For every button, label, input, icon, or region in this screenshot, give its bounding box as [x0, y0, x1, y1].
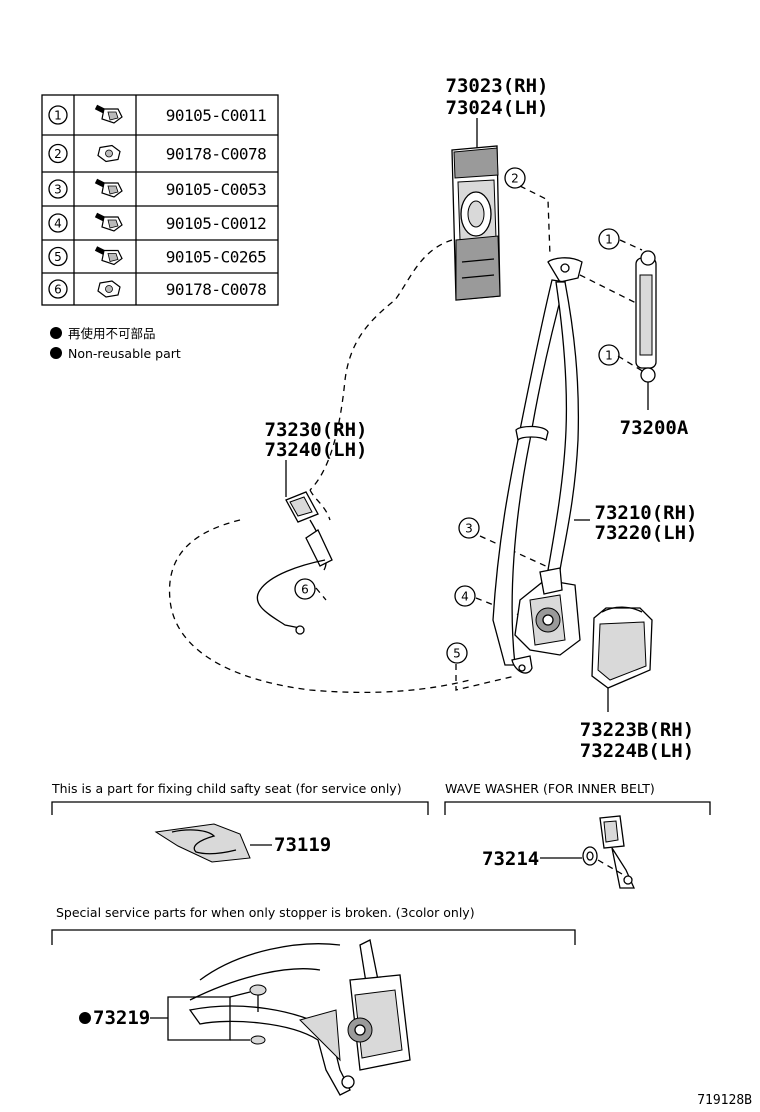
label-73223b: 73223B(RH) [580, 719, 694, 741]
wave-washer-bracket [444, 801, 711, 815]
table-row: 4 90105-C0012 [48, 212, 267, 233]
bolt-icon [94, 246, 123, 266]
table-row-number: 5 [54, 250, 62, 264]
table-row: 2 90178-C0078 [48, 143, 267, 164]
stopper-assembly [150, 939, 411, 1096]
callout-2: 2 [511, 172, 519, 186]
table-row-number: 2 [54, 147, 62, 161]
label-73219: 73219 [93, 1007, 150, 1029]
note-special: Special service parts for when only stop… [56, 905, 475, 920]
note-wave-washer: WAVE WASHER (FOR INNER BELT) [445, 781, 655, 796]
callout-5: 5 [453, 647, 461, 661]
table-row-number: 4 [54, 217, 62, 231]
label-73220: 73220(LH) [595, 522, 698, 544]
non-reusable-dot-icon [50, 347, 62, 359]
seat-cushion-outline [168, 519, 471, 694]
non-reusable-dot-icon [50, 327, 62, 339]
special-bracket [51, 929, 576, 945]
child-seat-bracket [51, 801, 429, 815]
figure-id: 719128B [697, 1093, 752, 1108]
table-row: 3 90105-C0053 [48, 178, 267, 199]
table-row-part-number: 90105-C0012 [166, 214, 266, 233]
inner-belt-buckle [540, 815, 636, 889]
label-73230: 73230(RH) [265, 419, 368, 441]
label-73023: 73023(RH) [446, 75, 549, 97]
table-row-part-number: 90178-C0078 [166, 145, 266, 164]
label-73200a: 73200A [620, 417, 689, 439]
bolt-icon [94, 178, 123, 198]
bolt-icon [94, 104, 123, 124]
callout-3: 3 [465, 522, 473, 536]
nut-icon [97, 144, 121, 163]
outer-belt-assembly [492, 257, 590, 674]
callout-1-upper: 1 [605, 233, 613, 247]
label-73224b: 73224B(LH) [580, 740, 694, 762]
label-73214: 73214 [482, 848, 539, 870]
retractor-cover [591, 606, 653, 712]
label-73210: 73210(RH) [595, 502, 698, 524]
nut-icon [97, 280, 121, 298]
seat-back-outline [309, 239, 453, 491]
legend: 再使用不可部品 Non-reusable part [50, 326, 181, 361]
table-row: 6 90178-C0078 [48, 279, 267, 299]
shoulder-belt-guide [451, 118, 501, 301]
callout-1-lower: 1 [605, 349, 613, 363]
legend-en: Non-reusable part [68, 346, 181, 361]
legend-jp: 再使用不可部品 [68, 326, 156, 341]
table-row: 5 90105-C0265 [48, 246, 267, 267]
table-row-number: 3 [54, 183, 62, 197]
label-73240: 73240(LH) [265, 439, 368, 461]
callout-6: 6 [301, 583, 309, 597]
table-row: 1 90105-C0011 [48, 104, 267, 125]
table-row-number: 1 [54, 109, 62, 123]
buckle-assembly [256, 460, 333, 635]
non-reusable-dot-icon [79, 1012, 91, 1024]
table-row-part-number: 90105-C0011 [166, 106, 266, 125]
table-row-part-number: 90105-C0265 [166, 248, 266, 267]
callout-4: 4 [461, 590, 469, 604]
table-row-part-number: 90178-C0078 [166, 280, 266, 299]
label-73119: 73119 [274, 834, 331, 856]
bolt-icon [94, 212, 123, 232]
note-child-seat: This is a part for fixing child safty se… [51, 781, 402, 796]
fastener-table [41, 94, 279, 306]
table-row-number: 6 [54, 283, 62, 297]
callouts: 1 1 2 3 4 5 6 [294, 167, 620, 664]
label-73024: 73024(LH) [446, 97, 549, 119]
child-seat-fixing-part [154, 823, 272, 863]
table-row-part-number: 90105-C0053 [166, 180, 266, 199]
height-adjuster [635, 250, 657, 410]
